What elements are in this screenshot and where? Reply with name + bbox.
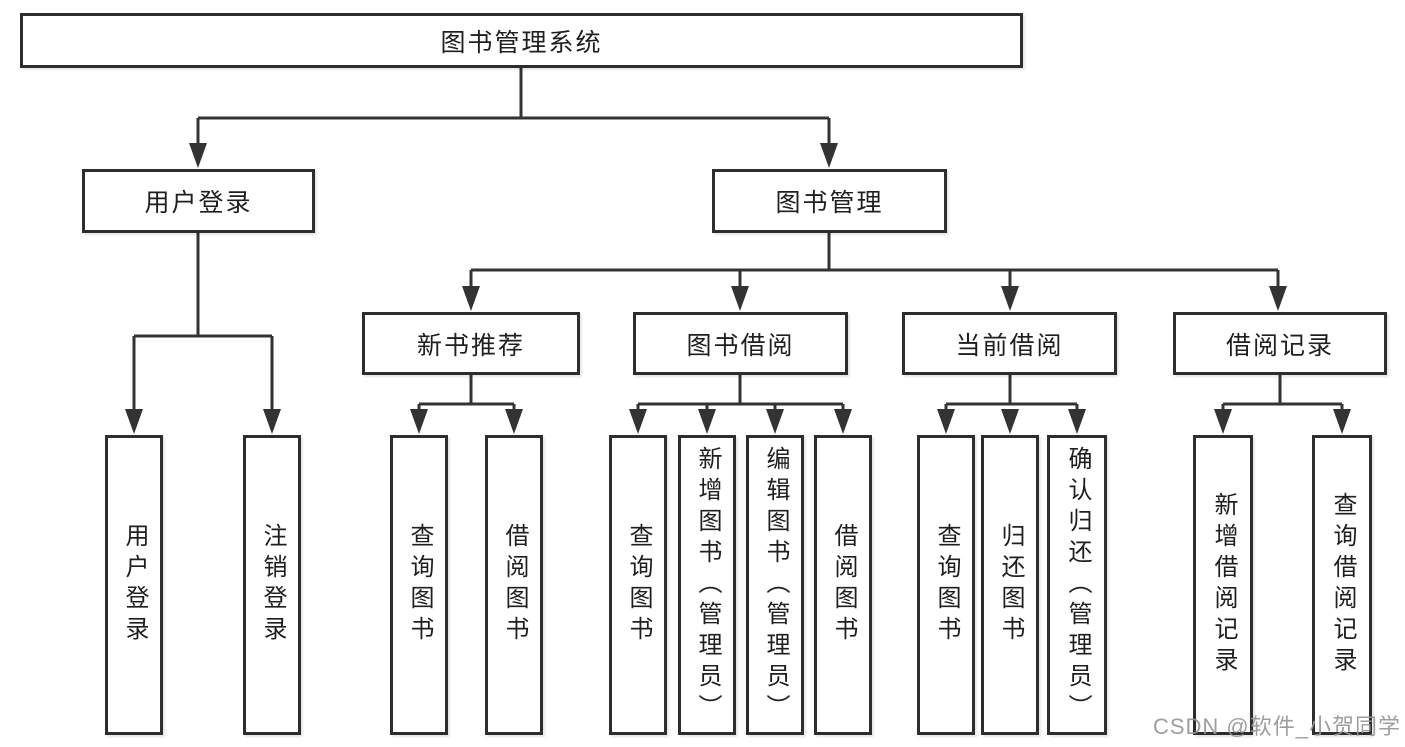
leaf-cb-confirm-return-admin: 确认归还（管理员） xyxy=(1047,435,1107,735)
leaf-bb-query-book: 查询图书 xyxy=(609,435,667,735)
leaf-bb-add-book-admin-label: 新增图书（管理员） xyxy=(694,445,721,725)
node-current-borrowing: 当前借阅 xyxy=(902,312,1117,375)
node-book-management: 图书管理 xyxy=(712,169,947,233)
node-system-root: 图书管理系统 xyxy=(20,13,1023,68)
node-book-borrowing-label: 图书借阅 xyxy=(686,331,795,360)
node-user-login: 用户登录 xyxy=(82,169,315,233)
leaf-bb-borrow-book-label: 借阅图书 xyxy=(830,523,857,647)
leaf-cb-query-book: 查询图书 xyxy=(917,435,975,735)
leaf-bb-add-book-admin: 新增图书（管理员） xyxy=(678,435,736,735)
node-borrowing-records: 借阅记录 xyxy=(1173,312,1387,375)
leaf-br-query-record-label: 查询借阅记录 xyxy=(1329,492,1356,678)
node-book-management-label: 图书管理 xyxy=(775,189,884,217)
leaf-cb-confirm-return-admin-label: 确认归还（管理员） xyxy=(1064,445,1091,725)
leaf-cb-query-book-label: 查询图书 xyxy=(933,523,960,647)
leaf-nbr-query-book: 查询图书 xyxy=(390,435,448,735)
node-current-borrowing-label: 当前借阅 xyxy=(955,331,1064,360)
leaf-logout-label: 注销登录 xyxy=(259,523,286,647)
leaf-nbr-borrow-book-label: 借阅图书 xyxy=(501,523,528,647)
leaf-bb-edit-book-admin-label: 编辑图书（管理员） xyxy=(762,445,789,725)
leaf-bb-query-book-label: 查询图书 xyxy=(625,523,652,647)
leaf-br-add-record: 新增借阅记录 xyxy=(1193,435,1253,735)
node-borrowing-records-label: 借阅记录 xyxy=(1225,331,1334,360)
node-system-root-label: 图书管理系统 xyxy=(440,28,603,57)
leaf-cb-return-book-label: 归还图书 xyxy=(997,523,1024,647)
leaf-user-login-label: 用户登录 xyxy=(121,523,148,647)
leaf-br-add-record-label: 新增借阅记录 xyxy=(1210,492,1237,678)
node-new-book-recommend-label: 新书推荐 xyxy=(416,331,525,360)
node-book-borrowing: 图书借阅 xyxy=(633,312,848,375)
leaf-br-query-record: 查询借阅记录 xyxy=(1312,435,1372,735)
leaf-nbr-query-book-label: 查询图书 xyxy=(406,523,433,647)
node-user-login-label: 用户登录 xyxy=(144,189,253,217)
leaf-bb-borrow-book: 借阅图书 xyxy=(814,435,872,735)
node-new-book-recommend: 新书推荐 xyxy=(362,312,580,375)
leaf-user-login: 用户登录 xyxy=(105,435,163,735)
leaf-logout: 注销登录 xyxy=(243,435,301,735)
leaf-bb-edit-book-admin: 编辑图书（管理员） xyxy=(746,435,804,735)
leaf-nbr-borrow-book: 借阅图书 xyxy=(485,435,543,735)
leaf-cb-return-book: 归还图书 xyxy=(981,435,1039,735)
